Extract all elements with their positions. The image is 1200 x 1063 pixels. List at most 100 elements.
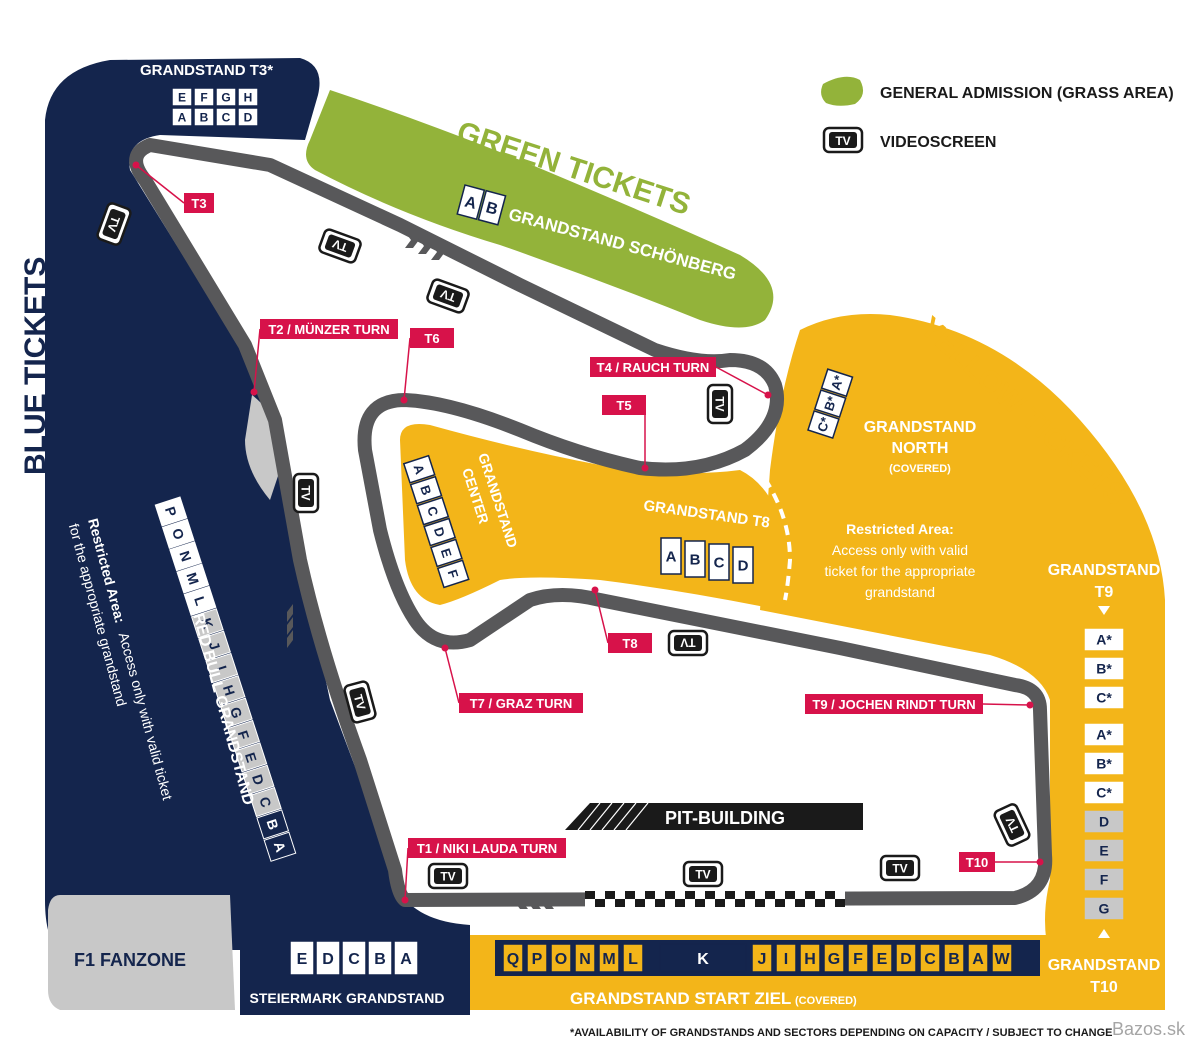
tv-icon: TV <box>993 803 1031 847</box>
gs-redbull-sector-A-label: A <box>271 839 289 854</box>
turn-marker-t9: T9 / JOCHEN RINDT TURN <box>805 694 1034 714</box>
gs-startziel-sector-O: O <box>550 943 572 973</box>
gs-north-sector-2-label: A* <box>828 373 847 392</box>
gs-redbull-sector-C: C <box>249 786 282 818</box>
gs-startziel-sector-P: P <box>526 943 548 973</box>
gs-steiermark-sector-D-label: D <box>322 951 334 968</box>
gs-t9-sector-2-label: C* <box>1096 690 1112 706</box>
green-zone <box>306 90 774 328</box>
gs-t3-sector-H-label: H <box>244 90 253 104</box>
race-track <box>129 138 1053 907</box>
gs-center-sector-B: B <box>409 475 443 505</box>
pit-stripes <box>577 802 649 831</box>
yellow-zone-right <box>760 314 1165 960</box>
gs-redbull-sector-H-label: H <box>220 683 238 698</box>
pit-building <box>565 803 863 830</box>
pit-label: PIT-BUILDING <box>665 808 785 828</box>
gs-startziel-sector-I-label: I <box>784 951 788 968</box>
gs-t3-sector-F-label: F <box>200 90 207 104</box>
gs-north-sector-0-label: C* <box>814 414 833 433</box>
gs-startziel-sector-A-label: A <box>972 951 984 968</box>
turn-marker-t1: T1 / NIKI LAUDA TURN <box>401 838 566 904</box>
tv-icon: TV <box>292 472 320 514</box>
fanzone-area <box>48 895 235 1010</box>
gs-t3-sector-B: B <box>193 107 215 127</box>
gs-steiermark-sector-C-label: C <box>348 951 360 968</box>
gs-t3-sector-G-label: G <box>221 90 230 104</box>
gs-steiermark-sector-B: B <box>367 940 393 976</box>
gs-startziel-sector-O-label: O <box>555 951 567 968</box>
gs-t3-sector-D: D <box>237 107 259 127</box>
gs-north-sector-1: B* <box>813 389 847 419</box>
gs-redbull-sector-G: G <box>219 697 253 728</box>
chevrons-top <box>405 232 445 260</box>
tv-icon-label: TV <box>892 862 907 876</box>
tv-icon: TV <box>318 228 362 264</box>
gs-startziel-label: GRANDSTAND START ZIEL <box>570 989 791 1008</box>
gs-startziel-sector-J: J <box>751 943 773 973</box>
turn-marker-t6: T6 <box>400 328 454 404</box>
gs-startziel-sector-I: I <box>775 943 797 973</box>
gs-startziel-sector-G-label: G <box>828 951 840 968</box>
gs-redbull-sector-P: P <box>154 496 188 527</box>
gs-startziel-sector-H: H <box>799 943 821 973</box>
gs-steiermark-sector-E-label: E <box>297 951 308 968</box>
gs-t9-sector-5-label: C* <box>1096 785 1112 801</box>
gs-startziel-note: (COVERED) <box>795 995 857 1007</box>
gs-redbull-sector-L: L <box>183 585 217 616</box>
gs-startziel-sector-K: K <box>659 943 747 973</box>
gs-t3-sector-E-label: E <box>178 90 186 104</box>
turn-marker-t7: T7 / GRAZ TURN <box>441 644 583 713</box>
gs-center-sector-C: C <box>416 496 450 526</box>
tv-icon-label: TV <box>351 693 368 711</box>
watermark: Bazos.sk <box>1112 1019 1186 1039</box>
gs-t3-sector-C-label: C <box>222 110 231 124</box>
turn-marker-t10: T10 <box>959 852 1044 872</box>
gs-t8-sector-D-label: D <box>738 557 749 574</box>
gs-startziel-sector-M-label: M <box>602 951 615 968</box>
start-line <box>585 887 845 911</box>
tv-icon: TV <box>682 860 724 888</box>
gs-t9-sector-8: F <box>1083 867 1125 892</box>
blue-tickets-title: BLUE TICKETS <box>19 257 52 475</box>
tv-icon-label: TV <box>1003 815 1022 835</box>
gs-t3-sector-E: E <box>171 87 193 107</box>
gs-t9-sector-3-label: A* <box>1096 727 1112 743</box>
turn-label-t2: T2 / MÜNZER TURN <box>268 322 389 337</box>
gs-startziel-sector-B-label: B <box>948 951 960 968</box>
gs-t3-sector-F: F <box>193 87 215 107</box>
gs-startziel-sector-N: N <box>574 943 596 973</box>
turn-label-t1: T1 / NIKI LAUDA TURN <box>417 841 557 856</box>
gs-startziel-sector-A: A <box>967 943 989 973</box>
gs-t9-sector-9: G <box>1083 896 1125 921</box>
gs-redbull-sector-O-label: O <box>169 526 188 541</box>
gs-t8-sector-A: A <box>660 537 682 575</box>
gs-startziel-sector-Q-label: Q <box>507 951 519 968</box>
gs-startziel-sector-C: C <box>919 943 941 973</box>
gs-north-label: GRANDSTAND <box>864 419 977 436</box>
tv-icon: TV <box>667 629 709 657</box>
gs-startziel-sector-L: L <box>622 943 644 973</box>
tv-icon-label: TV <box>440 870 455 884</box>
gs-t8-sector-C: C <box>708 543 730 581</box>
gs-center-sector-E: E <box>430 538 463 568</box>
tv-icon-label: TV <box>104 214 122 233</box>
gs-t3-sector-A-label: A <box>178 110 187 124</box>
gs-t9-label2: T9 <box>1095 584 1114 601</box>
gs-t9-sector-5: C* <box>1083 780 1125 805</box>
gs-startziel-sector-F: F <box>847 943 869 973</box>
gs-schonberg-sector-A: A <box>456 184 486 221</box>
restricted-line1: Access only with valid <box>832 542 968 558</box>
gs-t9-sector-6-label: D <box>1099 814 1109 830</box>
gs-t9-sector-3: A* <box>1083 722 1125 747</box>
gs-redbull-sector-A: A <box>263 831 297 862</box>
turn-label-t10: T10 <box>966 855 988 870</box>
gs-north-sector-2: A* <box>820 368 854 398</box>
legend-grass-swatch <box>821 76 864 106</box>
gs-redbull-sector-C-label: C <box>256 795 274 810</box>
gs-t8-sector-A-label: A <box>666 548 677 565</box>
gs-t9-sector-1-label: B* <box>1096 661 1112 677</box>
